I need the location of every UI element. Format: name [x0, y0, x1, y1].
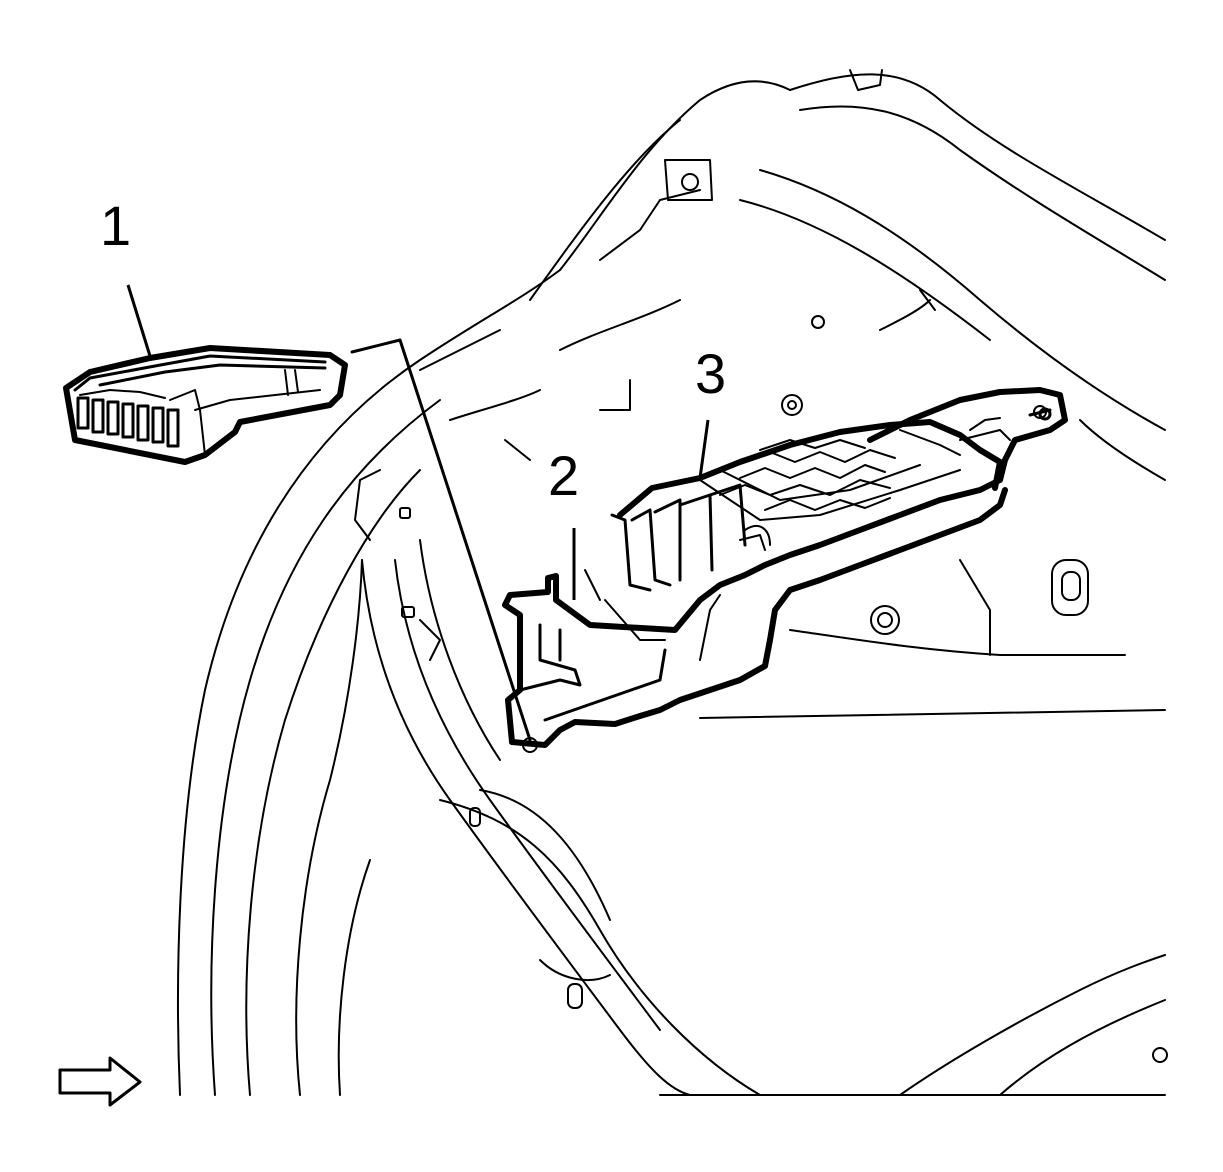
mounting-holes [399, 159, 1168, 1063]
leader-line-1 [126, 284, 152, 357]
pointer-line [350, 338, 532, 742]
fuse-block-3 [610, 419, 1003, 592]
callout-label-3: 3 [695, 342, 727, 405]
arrow-right-outline-icon [58, 1056, 142, 1107]
callout-label-2: 2 [548, 444, 580, 507]
control-module-1 [63, 345, 348, 465]
trunk-body-outline [177, 69, 1166, 1096]
leader-line-3 [698, 419, 710, 479]
callout-label-1: 1 [100, 194, 132, 257]
module-connector-pins [76, 396, 180, 448]
leader-lines [126, 284, 710, 742]
trunk-floor-outline [354, 189, 1166, 1096]
bracket-2 [502, 387, 1068, 748]
